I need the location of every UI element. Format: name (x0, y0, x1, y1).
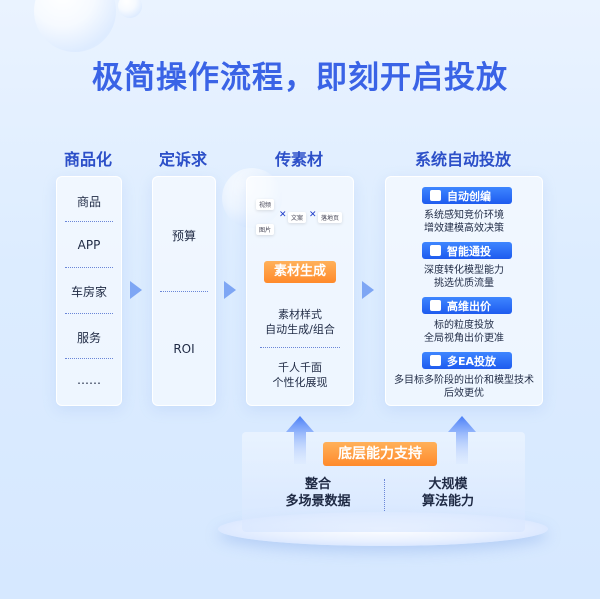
base-capability-badge: 底层能力支持 (323, 442, 437, 466)
flow-arrow-icon (362, 281, 374, 299)
feature-desc: 标的粒度投放 (434, 320, 494, 331)
up-arrow-icon (286, 416, 314, 464)
feature-desc: 后效更优 (444, 388, 484, 399)
material-text-1a: 素材样式 (278, 308, 322, 321)
material-gen-badge: 素材生成 (264, 261, 336, 283)
col-title-auto-delivery: 系统自动投放 (414, 150, 511, 169)
list-item: 服务 (76, 331, 101, 345)
feature-auto-create: 自动创编 (422, 187, 512, 204)
roi-label: ROI (173, 342, 195, 356)
cross-icon: ✕ (309, 210, 317, 220)
list-item: 商品 (76, 195, 101, 209)
tag-video: 视频 (256, 199, 275, 210)
list-item: 车房家 (70, 285, 107, 299)
tag-copy: 文案 (288, 212, 307, 223)
divider (160, 291, 208, 292)
material-text-1b: 自动生成/组合 (265, 323, 335, 336)
list-item: …… (77, 373, 101, 387)
divider (64, 358, 114, 359)
feature-label: 自动创编 (447, 190, 491, 203)
feature-label: 多EA投放 (447, 355, 497, 368)
material-text-2b: 个性化展现 (272, 376, 328, 389)
up-arrow-icon (448, 416, 476, 464)
card-auto-delivery: 自动创编 系统感知竞价环境 增效建模高效决策 智能通投 深度转化模型能力 挑选优… (385, 176, 543, 406)
tag-landing-page: 落地页 (318, 212, 343, 223)
decor-bubble-large (34, 0, 116, 52)
multi-ea-icon (430, 355, 441, 366)
base-right-line1: 大规模 (428, 477, 468, 492)
base-left-line2: 多场景数据 (285, 494, 351, 509)
base-right-line2: 算法能力 (421, 494, 474, 509)
card-demand: 预算 ROI (152, 176, 216, 406)
auto-create-icon (430, 190, 441, 201)
card-productize: 商品 APP 车房家 服务 …… (56, 176, 122, 406)
smart-delivery-icon (430, 245, 441, 256)
decor-bubble-small (118, 0, 142, 18)
divider (64, 267, 114, 268)
col-title-productize: 商品化 (63, 150, 112, 169)
page-title: 极简操作流程，即刻开启投放 (92, 60, 508, 96)
feature-label: 高维出价 (447, 300, 491, 313)
divider (259, 347, 341, 348)
base-divider (384, 479, 385, 511)
feature-desc: 全局视角出价更准 (424, 333, 504, 344)
col-title-demand: 定诉求 (158, 150, 207, 169)
list-item: APP (77, 238, 101, 252)
feature-multi-ea: 多EA投放 (422, 352, 512, 369)
flow-arrow-icon (224, 281, 236, 299)
bidding-icon (430, 300, 441, 311)
cross-icon: ✕ (279, 210, 287, 220)
budget-label: 预算 (171, 229, 196, 243)
feature-bidding: 高维出价 (422, 297, 512, 314)
card-material: 视频 ✕ 文案 ✕ 落地页 图片 素材生成 素材样式 自动生成/组合 千人千面 … (246, 176, 354, 406)
base-left-line1: 整合 (304, 477, 331, 492)
feature-desc: 系统感知竞价环境 (424, 210, 504, 221)
feature-desc: 挑选优质流量 (434, 278, 494, 289)
col-title-material: 传素材 (274, 150, 323, 169)
divider (64, 221, 114, 222)
material-text-2a: 千人千面 (278, 361, 322, 374)
flow-arrow-icon (130, 281, 142, 299)
feature-desc: 多目标多阶段的出价和模型技术 (394, 375, 534, 386)
feature-smart-delivery: 智能通投 (422, 242, 512, 259)
feature-label: 智能通投 (447, 245, 491, 258)
divider (64, 313, 114, 314)
feature-desc: 增效建模高效决策 (424, 223, 504, 234)
feature-desc: 深度转化模型能力 (424, 265, 504, 276)
tag-image: 图片 (256, 224, 275, 235)
